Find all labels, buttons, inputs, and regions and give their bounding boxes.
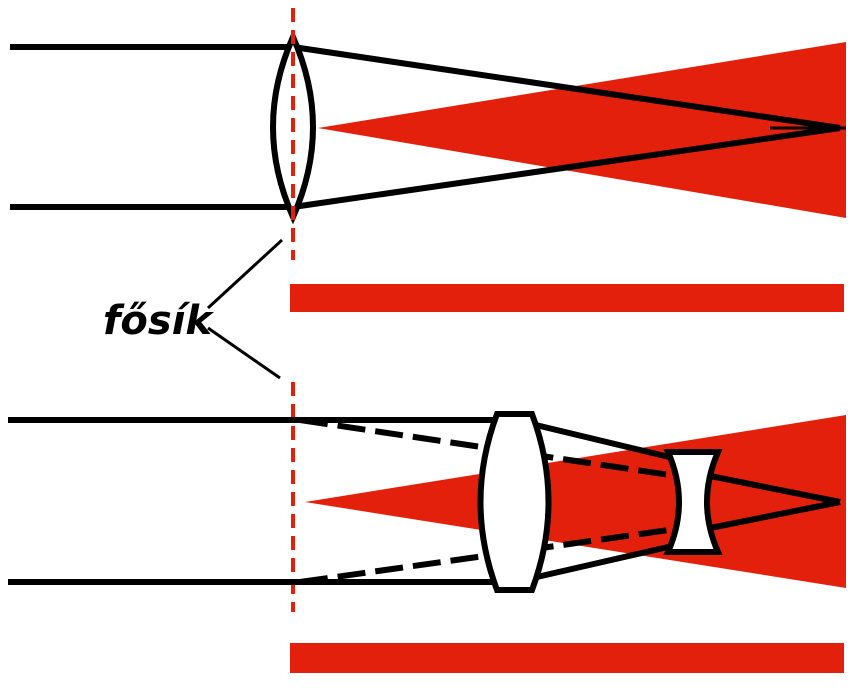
label-leader-upper bbox=[206, 238, 284, 310]
bottom-ray-lower-to-negative bbox=[514, 539, 691, 585]
top-red-cone bbox=[318, 42, 846, 218]
top-focal-length-bar bbox=[290, 284, 844, 312]
principal-plane-label: fősík bbox=[103, 298, 214, 344]
bottom-positive-lens bbox=[477, 411, 552, 593]
top-ray-lower-converging bbox=[292, 125, 841, 210]
bottom-ray-upper-to-negative bbox=[514, 417, 691, 465]
simple-lens-diagram bbox=[10, 8, 846, 312]
bottom-red-cone bbox=[305, 415, 846, 588]
bottom-negative-lens bbox=[663, 449, 723, 555]
principal-plane-label-group: fősík bbox=[103, 238, 284, 380]
bottom-ray-lower-to-focus bbox=[689, 499, 841, 535]
top-ray-upper-converging bbox=[292, 44, 841, 131]
label-leader-lower bbox=[207, 326, 281, 380]
bottom-focal-length-bar bbox=[290, 643, 844, 673]
bottom-ray-upper-to-focus bbox=[689, 469, 841, 505]
telephoto-lens-diagram bbox=[8, 382, 846, 673]
